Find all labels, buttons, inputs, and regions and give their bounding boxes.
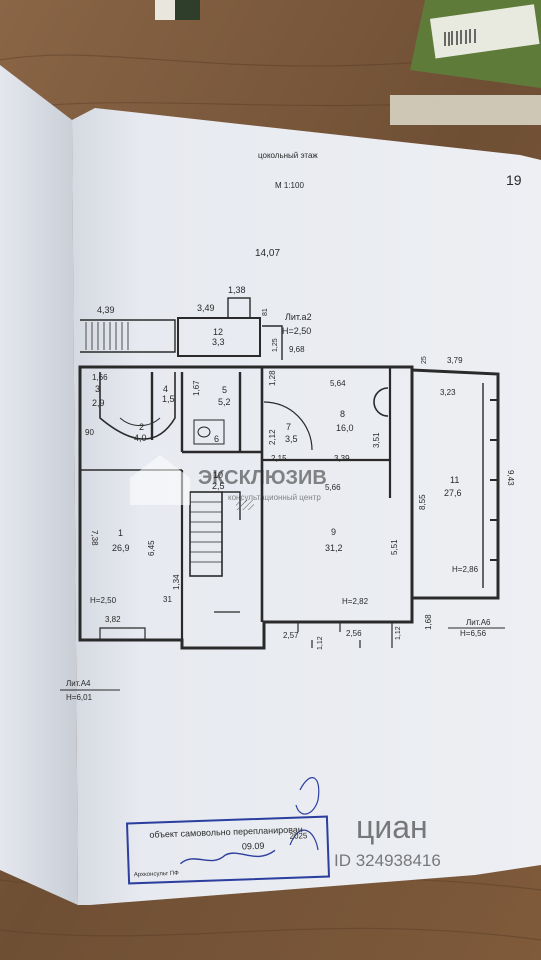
- room-5-number: 5: [222, 385, 227, 395]
- dim-5-64: 5,64: [330, 379, 346, 388]
- toilet-icon: [193, 419, 225, 445]
- dim-81: 81: [262, 308, 269, 316]
- house-logo-icon: [130, 455, 190, 505]
- dim-1-28: 1,28: [268, 370, 277, 386]
- room-8-area: 16,0: [336, 423, 354, 433]
- dim-90: 90: [85, 428, 94, 437]
- dim-4-39: 4,39: [97, 305, 115, 315]
- dim-1-68: 1,68: [424, 614, 433, 630]
- floor-plan: [78, 297, 500, 650]
- dim-2-12: 2,12: [268, 429, 277, 445]
- stamp-org: Архконсульт ПФ: [134, 871, 180, 879]
- floor-title: цокольный этаж: [258, 151, 318, 160]
- watermark-exclusive: ЭКСКЛЮЗИВ консультационный центр: [130, 455, 327, 505]
- green-product-box: [390, 0, 541, 125]
- lit-a6-label: Лит.А6: [466, 618, 491, 627]
- room-7-number: 7: [286, 422, 291, 432]
- room-3-number: 3: [95, 384, 100, 394]
- room-6-number: 6: [214, 434, 219, 444]
- watermark-tagline: консультационный центр: [228, 493, 321, 502]
- dim-3-39: 3,39: [334, 454, 350, 463]
- height-top: Н=2,50: [282, 326, 311, 336]
- dim-1-12-b: 1,12: [395, 626, 402, 640]
- dim-3-23: 3,23: [440, 388, 456, 397]
- room-10-area: 2,5: [212, 481, 225, 491]
- dim-1-66: 1,66: [92, 373, 108, 382]
- dim-6-45: 6,45: [147, 540, 156, 556]
- plan-page: [72, 108, 541, 905]
- dim-31: 31: [163, 595, 172, 604]
- dim-1-12-a: 1,12: [317, 636, 324, 650]
- height-room-11: Н=2,86: [452, 565, 479, 574]
- box-top-left: [155, 0, 200, 20]
- lit-a2-label: Лит.а2: [285, 312, 312, 322]
- dim-1-38: 1,38: [228, 285, 246, 295]
- room-3-area: 2,9: [92, 398, 105, 408]
- lit-a4-label: Лит.А4: [66, 679, 91, 688]
- watermark-cian: циан ID 324938416: [334, 809, 441, 870]
- dim-overall-width: 14,07: [255, 248, 280, 259]
- room-9-area: 31,2: [325, 543, 343, 553]
- height-room-1: Н=2,50: [90, 596, 117, 605]
- dim-3-79: 3,79: [447, 356, 463, 365]
- dim-5-66: 5,66: [325, 483, 341, 492]
- dim-3-51: 3,51: [372, 432, 381, 448]
- dim-1-25: 1,25: [272, 338, 279, 352]
- room-1-area: 26,9: [112, 543, 130, 553]
- hatched-wall: [236, 500, 254, 510]
- watermark-brand: ЭКСКЛЮЗИВ: [198, 467, 327, 489]
- dim-7-38: 7,38: [90, 530, 99, 546]
- room-8-number: 8: [340, 409, 345, 419]
- dim-3-49: 3,49: [197, 303, 215, 313]
- room-4-number: 4: [163, 384, 168, 394]
- room-7-area: 3,5: [285, 434, 298, 444]
- barcode-icon: [444, 29, 476, 46]
- room-12-number: 12: [213, 327, 223, 337]
- room-5-area: 5,2: [218, 397, 231, 407]
- page-number: 19: [506, 172, 522, 188]
- room-2-area: 4,0: [134, 433, 147, 443]
- signature-scribble: [289, 777, 320, 851]
- room-4-area: 1,5: [162, 394, 175, 404]
- room-1-number: 1: [118, 528, 123, 538]
- dim-5-51: 5,51: [390, 539, 399, 555]
- dim-9-43: 9,43: [506, 470, 515, 486]
- dim-1-34: 1,34: [172, 574, 181, 590]
- gauze-pad: [390, 95, 541, 125]
- dim-1-67: 1,67: [192, 380, 201, 396]
- cian-id: ID 324938416: [334, 851, 441, 870]
- dim-8-55: 8,55: [418, 494, 427, 510]
- room-11-number: 11: [450, 475, 459, 485]
- height-a4: Н=6,01: [66, 693, 93, 702]
- height-a6: Н=6,56: [460, 629, 487, 638]
- stamp-date: 09.09: [242, 841, 265, 852]
- room-11-area: 27,6: [444, 488, 462, 498]
- room-12-area: 3,3: [212, 337, 225, 347]
- cian-brand: циан: [356, 809, 428, 845]
- height-room-9: Н=2,82: [342, 597, 369, 606]
- dim-2-56: 2,56: [346, 629, 362, 638]
- dim-3-82: 3,82: [105, 615, 121, 624]
- stamp-year: 2025: [289, 831, 308, 841]
- dim-2-15: 2,15: [271, 454, 287, 463]
- room-9-number: 9: [331, 527, 336, 537]
- scale-label: М 1:100: [275, 181, 304, 190]
- room-2-number: 2: [139, 422, 144, 432]
- window-marks: [490, 399, 498, 561]
- dim-25: 25: [421, 356, 428, 364]
- dim-9-68: 9,68: [289, 345, 305, 354]
- room-10-number: 10: [213, 470, 223, 480]
- left-page: [0, 65, 78, 905]
- dim-2-57: 2,57: [283, 631, 299, 640]
- stamp-signature: [179, 849, 276, 865]
